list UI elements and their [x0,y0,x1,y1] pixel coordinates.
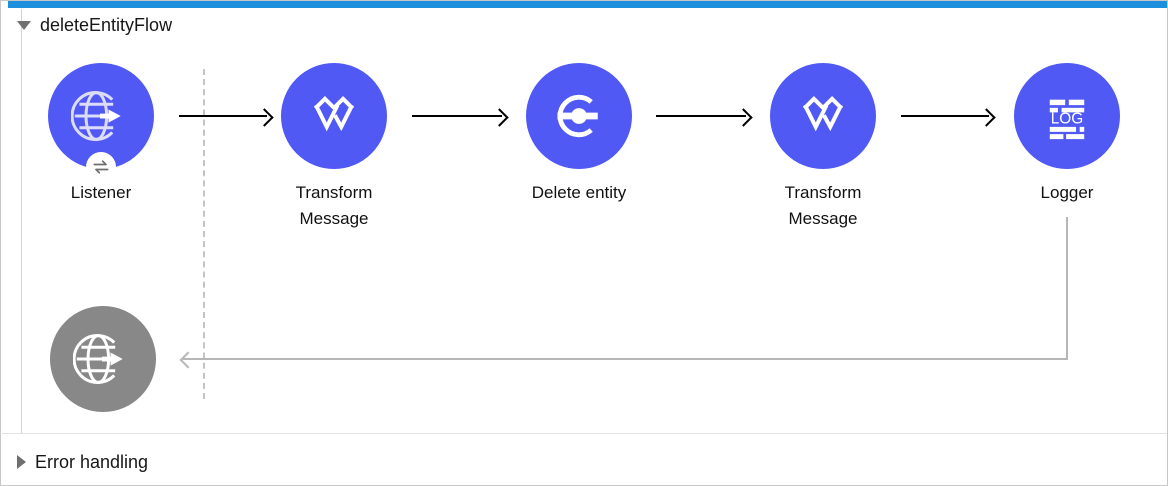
triangle-right-icon[interactable] [17,455,26,469]
node-transform-message-1-circle[interactable] [281,63,387,169]
globe-arrow-icon [73,334,123,384]
globe-arrow-icon [71,91,121,141]
node-delete-entity-circle[interactable] [526,63,632,169]
node-transform-message-2[interactable]: Transform Message [770,63,876,233]
return-path-arrowhead [179,351,197,369]
node-listener-label: Listener [70,183,132,202]
flow-guide-line [21,9,22,433]
node-delete-entity-label: Delete entity [531,183,627,202]
connector-transform2-to-logger [901,115,989,117]
node-transform-message-1-label: Transform Message [295,183,373,229]
source-process-divider [203,69,205,399]
connector-delete-to-transform2 [656,115,746,117]
arrowhead-transform2 [734,108,753,127]
triangle-down-icon[interactable] [17,20,31,30]
connector-transform1-to-delete [412,115,502,117]
node-transform-message-2-label: Transform Message [784,183,862,229]
log-icon: LOG [1049,99,1085,140]
flow-title-error-handling: Error handling [35,452,149,472]
node-listener-response-circle[interactable] [50,306,156,412]
node-listener[interactable]: Listener [48,63,154,206]
node-logger-circle[interactable]: LOG [1014,63,1120,169]
log-icon-text: LOG [1051,111,1084,128]
arrowhead-logger [977,108,996,127]
node-transform-message-2-circle[interactable] [770,63,876,169]
dataweave-icon [802,95,844,132]
node-logger[interactable]: LOG Logger [1014,63,1120,206]
exchange-badge [86,152,116,182]
entity-connector-icon [557,94,598,138]
return-path-vertical [1066,217,1068,360]
selection-accent-bar [8,1,1167,8]
connector-listener-to-transform1 [179,115,267,117]
flow-section-divider [2,433,1167,434]
return-path-horizontal [183,358,1068,360]
node-listener-response[interactable] [50,306,156,423]
flow-header-error-handling[interactable]: Error handling [17,450,148,474]
node-listener-circle[interactable] [48,63,154,182]
dataweave-icon [313,95,355,132]
arrowhead-transform1 [255,108,274,127]
node-transform-message-1[interactable]: Transform Message [281,63,387,233]
exchange-icon [93,160,109,174]
node-logger-label: Logger [1040,183,1094,202]
node-delete-entity[interactable]: Delete entity [526,63,632,206]
flow-title-main: deleteEntityFlow [40,15,173,35]
arrowhead-delete-entity [490,108,509,127]
flow-header-main[interactable]: deleteEntityFlow [17,13,172,37]
